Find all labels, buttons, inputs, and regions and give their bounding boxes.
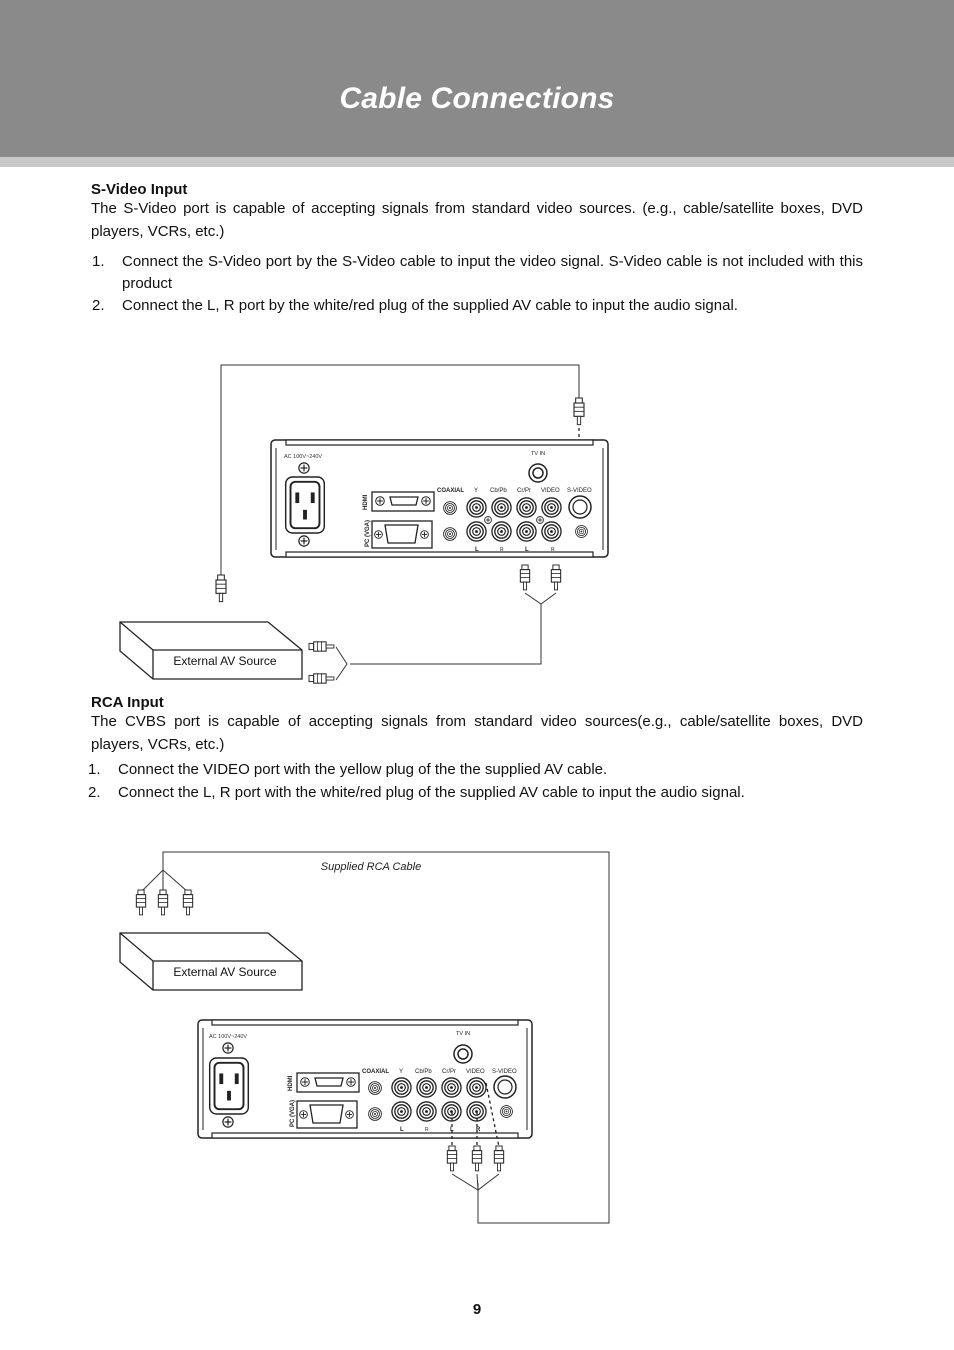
rca-plug-icon bbox=[493, 1145, 505, 1172]
svideo-diagram: AC 100V~240V TV IN HDMI PC (VGA) COAXIAL… bbox=[119, 364, 609, 684]
screw-icon bbox=[222, 1042, 234, 1054]
crpr-label: Cr/Pr bbox=[517, 488, 531, 494]
rear-panel: AC 100V~240V TV IN HDMI PC (VGA) COAXIAL… bbox=[197, 1019, 533, 1139]
audio-l-jack-icon bbox=[391, 1101, 412, 1122]
audio-plug-icon bbox=[308, 641, 335, 652]
crpr-jack-icon bbox=[516, 497, 537, 518]
svideo-heading: S-Video Input bbox=[91, 181, 188, 198]
rear-panel: AC 100V~240V TV IN HDMI PC (VGA) COAXIAL… bbox=[270, 439, 609, 558]
audio-r-jack-icon bbox=[541, 521, 562, 542]
crpr-jack-icon bbox=[441, 1077, 462, 1098]
step-text: Connect the L, R port with the white/red… bbox=[118, 784, 745, 801]
audio-plug-icon bbox=[308, 673, 335, 684]
coaxial-label: COAXIAL bbox=[437, 488, 464, 494]
source-label: External AV Source bbox=[173, 654, 276, 668]
cbpb-label: Cb/Pb bbox=[490, 488, 507, 494]
y-jack-icon bbox=[466, 497, 487, 518]
hdmi-label: HDMI bbox=[363, 494, 369, 510]
svideo-label: S-VIDEO bbox=[492, 1069, 517, 1075]
coaxial-label: COAXIAL bbox=[362, 1069, 389, 1075]
page-title: Cable Connections bbox=[339, 82, 615, 115]
step-number: 2. bbox=[88, 784, 101, 801]
crpr-label: Cr/Pr bbox=[442, 1069, 456, 1075]
svideo-jack-icon bbox=[568, 495, 592, 519]
header-stripe bbox=[0, 157, 954, 167]
audio-plug-icon bbox=[519, 564, 531, 591]
svideo-jack-icon bbox=[493, 1075, 517, 1099]
ac-label: AC 100V~240V bbox=[284, 454, 322, 460]
cbpb-label: Cb/Pb bbox=[415, 1069, 432, 1075]
screw-icon bbox=[222, 1116, 234, 1128]
tv-in-label: TV IN bbox=[456, 1031, 470, 1037]
hdmi-label: HDMI bbox=[288, 1075, 294, 1091]
l-label: L bbox=[400, 1127, 404, 1133]
screw-icon bbox=[298, 535, 310, 547]
external-av-source-box bbox=[119, 932, 303, 991]
tv-in-jack-icon bbox=[528, 463, 548, 483]
rca-cable bbox=[162, 851, 610, 1224]
source-label: External AV Source bbox=[173, 965, 276, 979]
step-number: 1. bbox=[88, 761, 101, 778]
audio-r-jack-icon bbox=[416, 1101, 437, 1122]
cable-label: Supplied RCA Cable bbox=[321, 861, 421, 873]
coaxial-jack-icon bbox=[368, 1081, 382, 1095]
audio-l-jack-icon bbox=[466, 521, 487, 542]
r-label: R bbox=[551, 547, 555, 553]
power-socket-icon bbox=[284, 476, 326, 534]
audio-r-jack-icon bbox=[491, 521, 512, 542]
power-socket-icon bbox=[208, 1057, 250, 1115]
tv-in-label: TV IN bbox=[531, 451, 545, 457]
rca-intro: The CVBS port is capable of accepting si… bbox=[91, 713, 863, 753]
y-label: Y bbox=[399, 1069, 403, 1075]
r-label: R bbox=[500, 547, 504, 553]
video-label: VIDEO bbox=[541, 488, 560, 494]
video-jack-icon bbox=[466, 1077, 487, 1098]
vga-label: PC (VGA) bbox=[365, 520, 371, 547]
cbpb-jack-icon bbox=[491, 497, 512, 518]
step-text: Connect the S-Video port by the S-Video … bbox=[122, 253, 863, 292]
video-jack-icon bbox=[541, 497, 562, 518]
ac-label: AC 100V~240V bbox=[209, 1034, 247, 1040]
rca-diagram: Supplied RCA Cable External AV Source AC… bbox=[119, 851, 610, 1224]
l-label: L bbox=[475, 547, 479, 553]
external-av-source-box bbox=[119, 621, 303, 680]
svideo-plug-icon bbox=[215, 574, 227, 603]
rca-plug-icon bbox=[135, 889, 147, 916]
svideo-label: S-VIDEO bbox=[567, 488, 592, 494]
step-number: 2. bbox=[92, 297, 105, 314]
r-label: R bbox=[425, 1127, 429, 1133]
audio-l-jack-icon bbox=[516, 521, 537, 542]
step-text: Connect the L, R port by the white/red p… bbox=[122, 297, 738, 314]
page-number: 9 bbox=[472, 1301, 482, 1318]
step-number: 1. bbox=[92, 253, 105, 270]
rca-plug-icon bbox=[446, 1145, 458, 1172]
y-jack-icon bbox=[391, 1077, 412, 1098]
rca-plug-icon bbox=[157, 889, 169, 916]
tv-in-jack-icon bbox=[453, 1044, 473, 1064]
svideo-intro: The S-Video port is capable of accepting… bbox=[91, 200, 863, 240]
svideo-cable bbox=[220, 364, 580, 577]
screw-icon bbox=[298, 462, 310, 474]
audio-plug-icon bbox=[550, 564, 562, 591]
svideo-plug-icon bbox=[573, 397, 585, 426]
video-label: VIDEO bbox=[466, 1069, 485, 1075]
audio-cable bbox=[350, 604, 542, 665]
y-label: Y bbox=[474, 488, 478, 494]
cbpb-jack-icon bbox=[416, 1077, 437, 1098]
rca-plug-icon bbox=[182, 889, 194, 916]
l-label: L bbox=[525, 547, 529, 553]
r-label: R bbox=[476, 1127, 481, 1133]
step-text: Connect the VIDEO port with the yellow p… bbox=[118, 761, 608, 778]
vga-label: PC (VGA) bbox=[290, 1100, 296, 1127]
rca-plug-icon bbox=[471, 1145, 483, 1172]
header-band bbox=[0, 0, 954, 157]
rca-heading: RCA Input bbox=[91, 694, 164, 711]
coaxial-jack-icon bbox=[443, 501, 457, 515]
